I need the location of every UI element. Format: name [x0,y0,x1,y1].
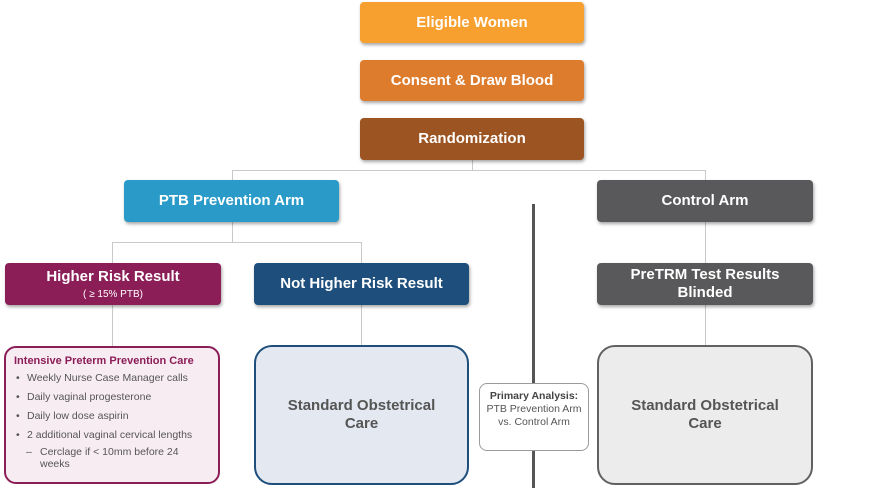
list-item-text: 2 additional vaginal cervical lengths [27,429,193,441]
randomization-label: Randomization [418,130,526,147]
control-arm-label: Control Arm [661,192,749,209]
list-item-text: Daily low dose aspirin [27,410,129,422]
connector-randomization-down [472,160,473,170]
list-item: • Daily low dose aspirin [14,410,210,423]
higher-risk-label: Higher Risk Result [46,267,180,285]
bullet-icon: • [16,391,20,403]
standard-care-left-label: Standard Obstetrical Care [287,397,436,432]
dash-icon: – [26,446,32,458]
primary-analysis-box: Primary Analysis: PTB Prevention Arm vs.… [479,383,589,451]
higher-risk-threshold: ( ≥ 15% PTB) [83,288,143,300]
list-item: • Daily vaginal progesterone [14,391,210,404]
not-higher-risk-label: Not Higher Risk Result [280,275,443,292]
standard-care-left-box: Standard Obstetrical Care [254,345,469,485]
standard-care-right-box: Standard Obstetrical Care [597,345,813,485]
primary-analysis-title: Primary Analysis: [489,390,579,402]
cerclage-subitem: – Cerclage if < 10mm before 24 weeks [14,446,210,470]
connector-results-horizontal [112,242,362,243]
connector-to-ptb-arm [232,170,233,180]
connector-to-not-higher-risk [361,242,362,263]
connector-to-higher-risk [112,242,113,263]
eligible-women-box: Eligible Women [360,2,584,43]
list-item-text: Weekly Nurse Case Manager calls [27,372,188,384]
cerclage-subitem-text: Cerclage if < 10mm before 24 weeks [40,446,179,470]
control-arm-box: Control Arm [597,180,813,222]
list-item: • 2 additional vaginal cervical lengths [14,429,210,442]
list-item: • Weekly Nurse Case Manager calls [14,372,210,385]
consent-box: Consent & Draw Blood [360,60,584,101]
pretrm-blinded-box: PreTRM Test Results Blinded [597,263,813,305]
primary-analysis-text: PTB Prevention Arm vs. Control Arm [486,403,582,428]
arm-divider-line [532,204,535,488]
ptb-prevention-arm-box: PTB Prevention Arm [124,180,339,222]
bullet-icon: • [16,429,20,441]
not-higher-risk-box: Not Higher Risk Result [254,263,469,305]
randomization-box: Randomization [360,118,584,160]
connector-pretrm-to-care [705,305,706,345]
connector-not-higher-risk-to-care [361,305,362,345]
intensive-care-box: Intensive Preterm Prevention Care • Weekl… [4,346,220,484]
connector-ptb-arm-down [232,222,233,242]
intensive-care-list: • Weekly Nurse Case Manager calls • Daily … [14,372,210,442]
ptb-prevention-arm-label: PTB Prevention Arm [158,192,305,209]
connector-higher-risk-to-care [112,305,113,346]
standard-care-right-label: Standard Obstetrical Care [631,397,779,432]
connector-arms-horizontal [232,170,706,171]
pretrm-label-line2: Blinded [677,284,733,301]
list-item-text: Daily vaginal progesterone [27,391,152,403]
bullet-icon: • [16,372,20,384]
eligible-women-label: Eligible Women [416,13,528,31]
intensive-care-title: Intensive Preterm Prevention Care [14,355,194,367]
connector-to-control-arm [705,170,706,180]
higher-risk-box: Higher Risk Result ( ≥ 15% PTB) [5,263,221,305]
consent-label: Consent & Draw Blood [390,71,554,89]
bullet-icon: • [16,410,20,422]
pretrm-label-line1: PreTRM Test Results [630,266,780,283]
connector-control-to-pretrm [705,222,706,263]
